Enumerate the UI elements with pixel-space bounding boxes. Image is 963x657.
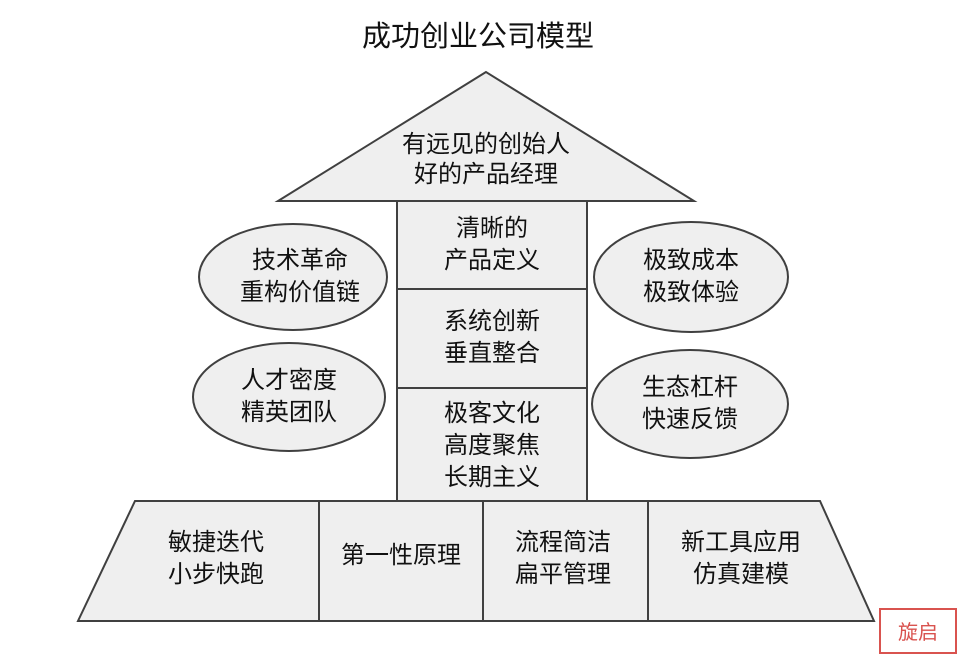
foundation-trapezoid [76, 500, 876, 622]
roof-line-2: 好的产品经理 [414, 160, 558, 188]
roof-line-1: 有远见的创始人 [402, 130, 570, 158]
right-oval-2-line-1: 生态杠杆 [642, 373, 738, 401]
foundation-4-line-2: 仿真建模 [693, 560, 789, 588]
watermark-text: 旋启 [898, 620, 938, 644]
pillar-3-line-3: 长期主义 [444, 463, 540, 491]
foundation-1-line-2: 小步快跑 [168, 560, 264, 588]
foundation-3-line-2: 扁平管理 [515, 560, 611, 588]
left-oval-1-line-2: 重构价值链 [240, 278, 360, 306]
pillar-1-line-1: 清晰的 [456, 214, 528, 242]
diagram-title: 成功创业公司模型 [362, 19, 594, 53]
left-oval-2-line-1: 人才密度 [241, 366, 337, 394]
right-oval-1 [593, 221, 789, 333]
pillar-box-2 [396, 288, 588, 389]
pillar-1-line-2: 产品定义 [444, 246, 540, 274]
pillar-box-3 [396, 387, 588, 502]
right-oval-2-line-2: 快速反馈 [642, 405, 738, 433]
left-oval-1 [198, 223, 388, 331]
left-oval-1-line-1: 技术革命 [252, 246, 348, 274]
foundation-2-line-1: 第一性原理 [341, 541, 461, 569]
watermark-stamp: 旋启 [879, 608, 957, 654]
pillar-2-line-1: 系统创新 [444, 307, 540, 335]
pillar-3-line-2: 高度聚焦 [444, 431, 540, 459]
right-oval-2 [591, 349, 789, 459]
left-oval-2-line-2: 精英团队 [241, 398, 337, 426]
pillar-2-line-2: 垂直整合 [444, 339, 540, 367]
foundation-4-line-1: 新工具应用 [681, 528, 801, 556]
foundation-3-line-1: 流程简洁 [515, 528, 611, 556]
foundation-1-line-1: 敏捷迭代 [168, 528, 264, 556]
right-oval-1-line-2: 极致体验 [643, 278, 739, 306]
left-oval-2 [192, 342, 386, 452]
pillar-box-1 [396, 200, 588, 290]
pillar-3-line-1: 极客文化 [444, 399, 540, 427]
right-oval-1-line-1: 极致成本 [643, 246, 739, 274]
